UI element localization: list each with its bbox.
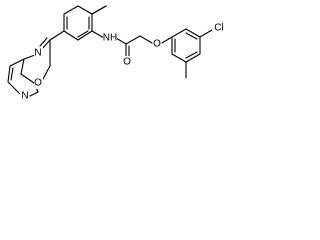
bond-py-2b	[10, 67, 14, 81]
bond-a6	[63, 5, 79, 15]
atom-label-oxazole-n: N	[34, 47, 43, 59]
chemical-structure: NH O O Cl N O N	[7, 5, 225, 102]
methyl-a	[91, 5, 107, 15]
bond-a7	[77, 5, 93, 15]
bond-a4	[63, 30, 79, 41]
bond-a3	[77, 30, 93, 41]
atom-label-ether-o: O	[153, 38, 161, 50]
bond-ch2-o	[139, 35, 153, 44]
bond-ox-2	[23, 54, 36, 60]
bond-b2	[185, 28, 201, 38]
atom-label-pyridine-n: N	[20, 90, 29, 102]
bond-b5	[171, 53, 187, 63]
bond-py-2	[7, 65, 11, 83]
oxazole-ring-bonds	[20, 37, 51, 84]
atom-carbonyl-o-text: O	[123, 57, 131, 68]
atom-label-carbonyl-o: O	[123, 56, 131, 68]
ring-a-bonds	[63, 5, 107, 41]
atom-pyridine-n-text: N	[21, 91, 28, 102]
bond-nh-carbonyl	[115, 37, 127, 45]
atom-nh-text: NH	[103, 33, 117, 44]
bond-py-3	[7, 81, 21, 95]
bond-ox-4	[20, 73, 35, 84]
atom-label-nh: NH	[103, 32, 117, 44]
atom-cl-text: Cl	[214, 23, 223, 34]
atom-label-cl: Cl	[212, 23, 225, 34]
atom-ether-o-text: O	[153, 39, 161, 50]
bond-a-inner-3	[77, 30, 89, 38]
bond-ringa-oxazole	[49, 30, 65, 41]
ring-b-bonds	[171, 28, 201, 63]
atom-label-oxazole-o: O	[34, 78, 43, 89]
bond-py-4	[29, 91, 39, 97]
bond-ox-1b	[39, 37, 48, 47]
bond-py-1	[9, 58, 25, 67]
bond-b-cl	[199, 29, 213, 38]
bond-ox-3	[20, 58, 25, 75]
bond-o-ringb	[161, 36, 173, 44]
bond-b-inner-2	[185, 51, 198, 59]
atom-oxazole-o-text: O	[34, 78, 42, 89]
bond-b4	[185, 53, 201, 63]
bond-b-inner-1	[185, 32, 198, 40]
atom-oxazole-n-text: N	[34, 48, 41, 59]
bond-ring-nh	[91, 30, 105, 39]
bond-ox-1	[41, 39, 51, 50]
bond-carbonyl-ch2	[125, 35, 141, 45]
bond-ox-5	[42, 65, 51, 80]
bond-b1	[171, 28, 187, 38]
